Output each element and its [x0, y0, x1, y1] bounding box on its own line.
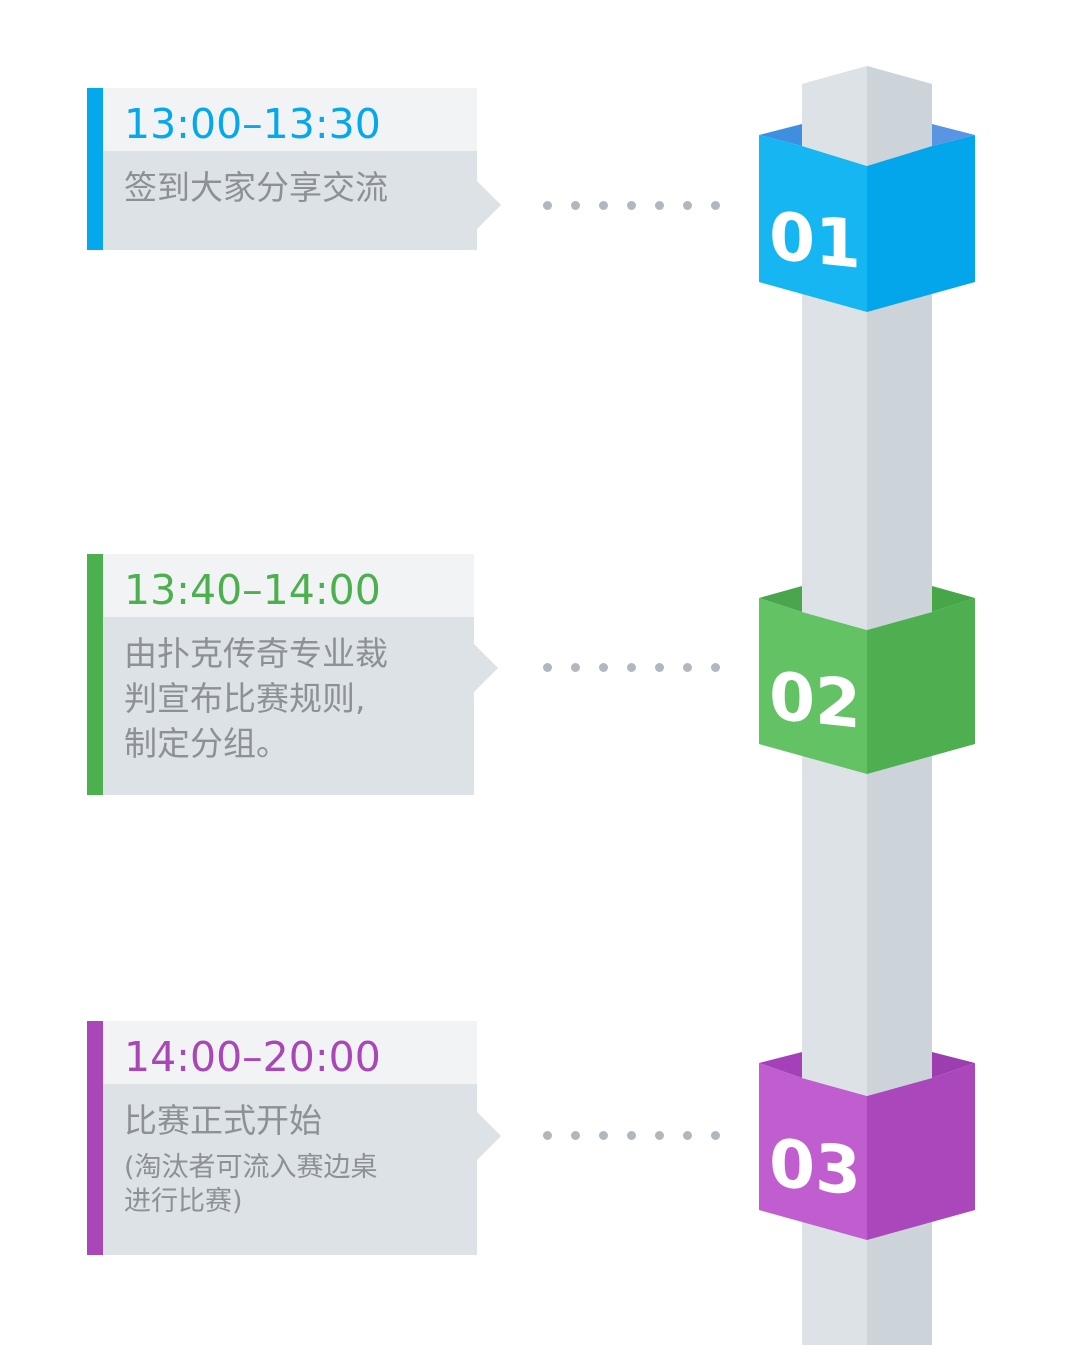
step-1-time: 13:00–13:30 — [124, 100, 381, 148]
step-1-pointer — [477, 181, 501, 229]
step-3-number: 03 — [769, 1124, 861, 1210]
step-card-3: 14:00–20:00 比赛正式开始 (淘汰者可流入赛边桌 进行比赛) — [87, 1021, 501, 1255]
step-2-pointer — [474, 644, 498, 692]
step-1-body — [103, 151, 477, 250]
step-3-time: 14:00–20:00 — [124, 1033, 381, 1081]
step-2-accent-bar — [87, 554, 103, 795]
step-2-cube — [759, 542, 975, 774]
step-1-description: 签到大家分享交流 — [124, 168, 388, 207]
step-card-2: 13:40–14:00 由扑克传奇专业裁 判宣布比赛规则, 制定分组。 — [87, 554, 498, 795]
step-3-description: 比赛正式开始 — [124, 1101, 322, 1140]
step-3-pointer — [477, 1112, 501, 1160]
step-3-body — [103, 1084, 477, 1255]
step-2-number: 02 — [769, 657, 861, 743]
step-3-cube — [759, 1008, 975, 1240]
step-2-body — [103, 617, 474, 795]
step-card-1: 13:00–13:30 签到大家分享交流 — [87, 88, 501, 250]
connector-dots-1 — [543, 201, 723, 211]
connector-dots-3 — [543, 1131, 723, 1141]
connector-dots-2 — [543, 663, 723, 673]
step-1-cube — [759, 66, 975, 312]
step-3-note: (淘汰者可流入赛边桌 进行比赛) — [124, 1152, 378, 1217]
step-1-number: 01 — [769, 197, 861, 283]
step-3-header — [103, 1021, 477, 1084]
step-3-accent-bar — [87, 1021, 103, 1255]
step-1-header — [103, 88, 477, 151]
step-2-time: 13:40–14:00 — [124, 566, 381, 614]
step-1-accent-bar — [87, 88, 103, 250]
step-2-description: 由扑克传奇专业裁 判宣布比赛规则, 制定分组。 — [124, 634, 388, 763]
step-2-header — [103, 554, 474, 617]
